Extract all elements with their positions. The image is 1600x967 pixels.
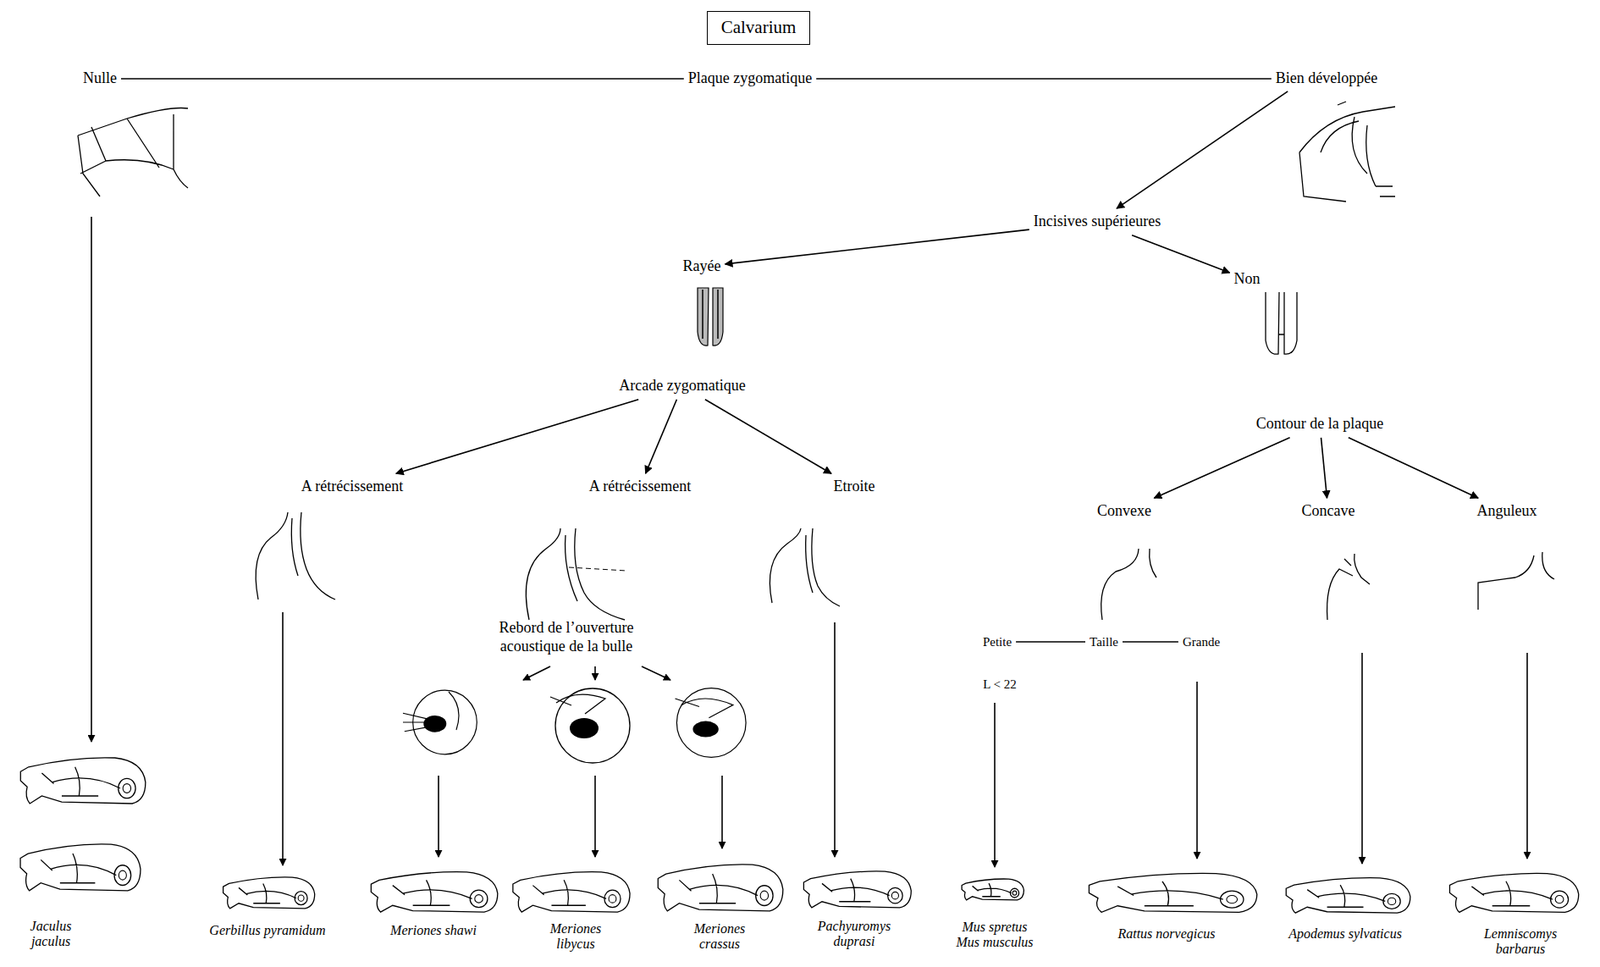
plate-absent-sketch: [77, 108, 188, 198]
key-criterion: Rebord de l’ouverture acoustique de la b…: [480, 618, 654, 656]
node-text: Concave: [1302, 502, 1356, 521]
node-text: Mus musculus: [955, 934, 1033, 950]
species-name: Meriones shawi: [390, 922, 477, 938]
species-name: Meriones crassus: [681, 921, 758, 953]
node-text: Grande: [1182, 634, 1220, 650]
plain-incisors: [1265, 292, 1297, 354]
node-text: Taille: [1089, 634, 1119, 650]
branch-arrow: [1116, 91, 1288, 209]
branch-arrow: [1321, 437, 1328, 498]
key-criterion: Convexe: [1097, 502, 1152, 521]
bulla-sketch: [402, 689, 477, 755]
branch-line: [816, 77, 1272, 80]
bulla-sketch: [675, 688, 747, 758]
node-text: Nulle: [82, 69, 117, 89]
plate-convex-sketch: [1101, 548, 1157, 620]
key-criterion: A rétrécissement: [589, 477, 691, 497]
species-name: Rattus norvegicus: [1117, 926, 1215, 942]
root-box: Calvarium: [706, 11, 812, 45]
species-name: Gerbillus pyramidum: [209, 922, 326, 938]
striped-incisors: [697, 287, 723, 346]
node-text: Pachyuromys duprasi: [807, 918, 901, 950]
key-criterion: Rayée: [683, 257, 722, 276]
key-criterion: Anguleux: [1477, 502, 1538, 521]
node-text: Non: [1234, 270, 1261, 289]
species-name: Jaculus jaculus: [16, 918, 85, 950]
node-text: Meriones crassus: [681, 921, 758, 953]
size-criterion: Taille: [1089, 634, 1119, 650]
bulla-sketch: [550, 688, 630, 763]
node-text: Plaque zygomatique: [688, 69, 812, 89]
node-text: Rayée: [683, 257, 722, 276]
species-name: Meriones libycus: [537, 921, 614, 953]
guide-arrows: [91, 216, 1528, 867]
branch-arrow: [1131, 235, 1230, 273]
key-criterion: Nulle: [82, 69, 117, 89]
size-criterion: Petite: [982, 634, 1012, 650]
species-name: Mus spretusMus musculus: [955, 919, 1033, 951]
branch-line: [1122, 640, 1179, 643]
node-text: Calvarium: [721, 16, 797, 39]
key-criterion: Plaque zygomatique: [688, 69, 812, 89]
key-criterion: Concave: [1302, 502, 1356, 521]
node-text: Etroite: [833, 477, 876, 497]
node-text: A rétrécissement: [301, 477, 403, 497]
key-criterion: Incisives supérieures: [1033, 212, 1161, 232]
size-threshold: L < 22: [982, 677, 1017, 692]
node-text: Convexe: [1097, 502, 1152, 521]
node-text: Arcade zygomatique: [618, 376, 745, 396]
node-text: Contour de la plaque: [1256, 414, 1384, 434]
node-text: Petite: [982, 634, 1012, 650]
node-text: Anguleux: [1477, 502, 1538, 521]
node-text: Rebord de l’ouverture acoustique de la b…: [480, 618, 654, 656]
node-text: Gerbillus pyramidum: [209, 922, 326, 938]
node-text: Meriones shawi: [390, 922, 477, 938]
branch-arrow: [705, 399, 832, 474]
branch-arrow: [1348, 437, 1479, 498]
branch-line: [1015, 640, 1086, 643]
key-criterion: Arcade zygomatique: [618, 376, 745, 396]
species-name: Lemniscomys barbarus: [1469, 926, 1572, 958]
skull-profiles: [20, 757, 1579, 913]
branch-arrow: [396, 399, 639, 474]
branch-arrow: [725, 229, 1030, 265]
key-criterion: Non: [1234, 270, 1261, 289]
species-name: Pachyuromys duprasi: [807, 918, 901, 950]
key-criterion: Bien développée: [1275, 69, 1378, 89]
branch-arrow: [1153, 437, 1290, 498]
branch-arrow: [645, 399, 678, 474]
key-criterion: Contour de la plaque: [1256, 414, 1384, 434]
plate-angular-sketch: [1478, 551, 1555, 610]
node-text: Meriones libycus: [537, 921, 614, 953]
size-criterion: Grande: [1182, 634, 1220, 650]
key-criterion: A rétrécissement: [301, 477, 403, 497]
branch-line: [121, 77, 685, 80]
arch-narrowing-sketch: [255, 512, 336, 600]
plate-concave-sketch: [1327, 553, 1370, 620]
arch-narrowing-sketch: [525, 528, 627, 620]
node-text: Mus spretus: [955, 919, 1033, 935]
plate-developed-sketch: [1299, 101, 1396, 202]
node-text: A rétrécissement: [589, 477, 691, 497]
node-text: Rattus norvegicus: [1117, 926, 1215, 942]
species-name: Apodemus sylvaticus: [1288, 926, 1402, 942]
node-text: Jaculus jaculus: [16, 918, 85, 950]
node-text: Apodemus sylvaticus: [1288, 926, 1402, 942]
node-text: Incisives supérieures: [1033, 212, 1161, 232]
node-text: Bien développée: [1275, 69, 1378, 89]
arch-narrow-sketch: [769, 528, 840, 607]
node-text: Lemniscomys barbarus: [1469, 926, 1572, 958]
key-criterion: Etroite: [833, 477, 876, 497]
